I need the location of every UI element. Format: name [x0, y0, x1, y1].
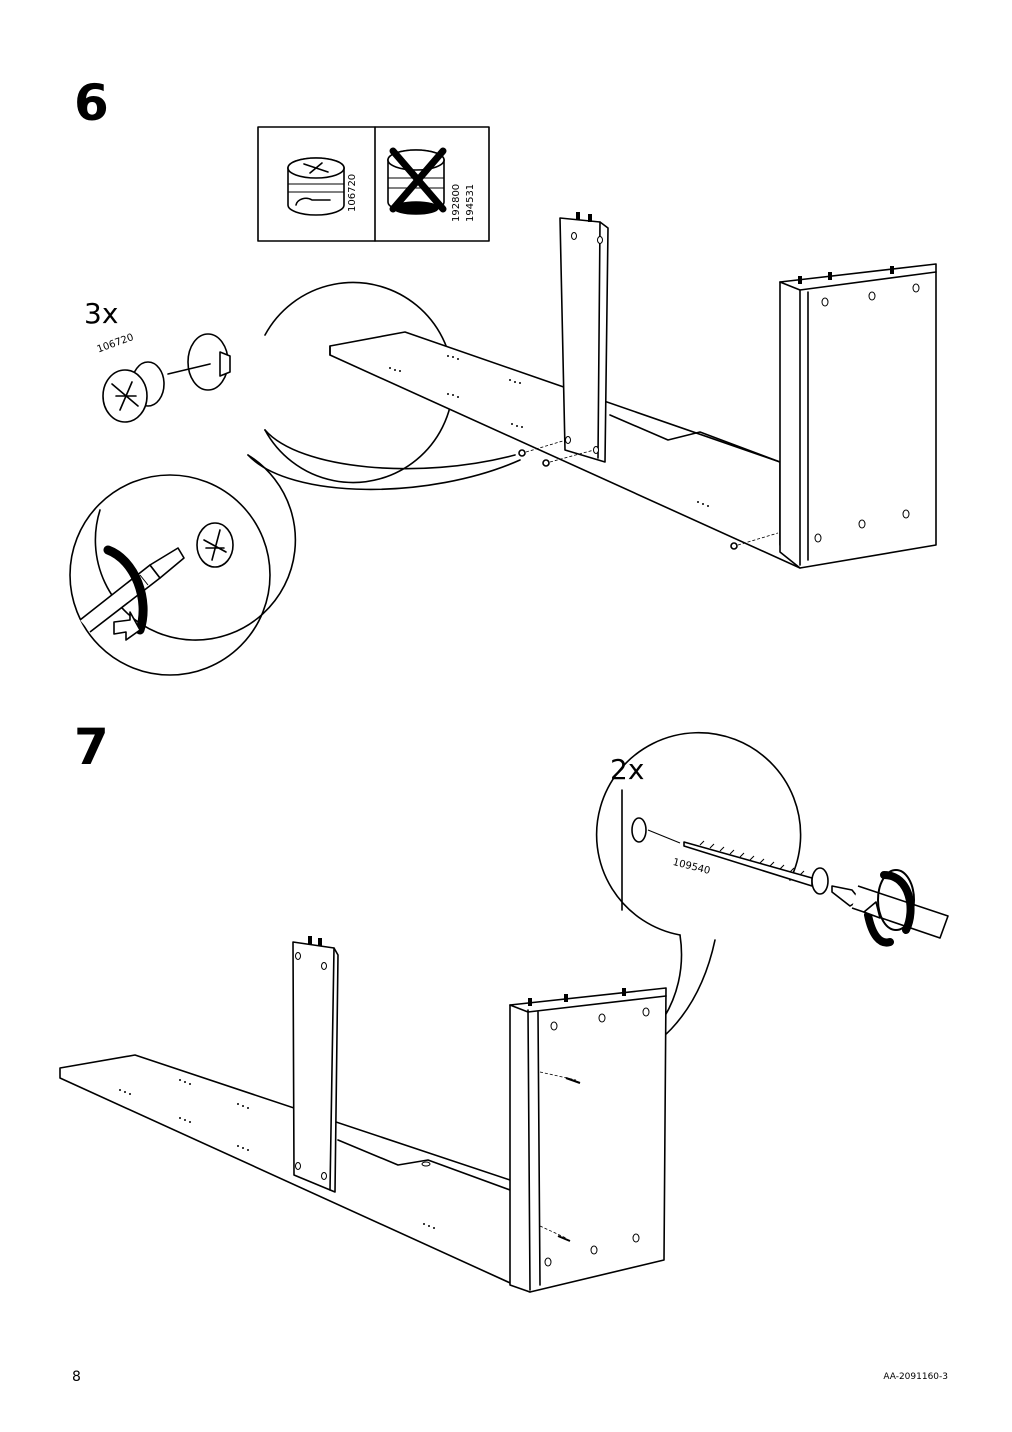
step-6-quantity: 3x: [84, 297, 119, 330]
fitting-comparison-box: [257, 126, 490, 242]
wrong-fitting-cross-icon: [389, 147, 447, 213]
detail-circle-screw: [574, 731, 949, 1083]
rotation-arrow-icon: [103, 545, 148, 641]
frame-assembly-step-7: [59, 936, 667, 1293]
step-6-number: 6: [74, 74, 109, 132]
page-number: 8: [72, 1369, 81, 1385]
step-7-quantity: 2x: [610, 753, 645, 786]
wood-screw-icon: [647, 829, 829, 895]
hex-bit-icon: [831, 885, 949, 939]
detail-circle-cam-insert: [102, 281, 454, 484]
frame-assembly-step-6: [329, 212, 937, 569]
step-7-number: 7: [74, 718, 109, 776]
cam-lock-icon: [287, 157, 345, 216]
rotation-arrow-icon: [863, 869, 915, 947]
document-code: AA-2091160-3: [883, 1372, 948, 1382]
detail-circle-screwdriver: [69, 454, 297, 676]
